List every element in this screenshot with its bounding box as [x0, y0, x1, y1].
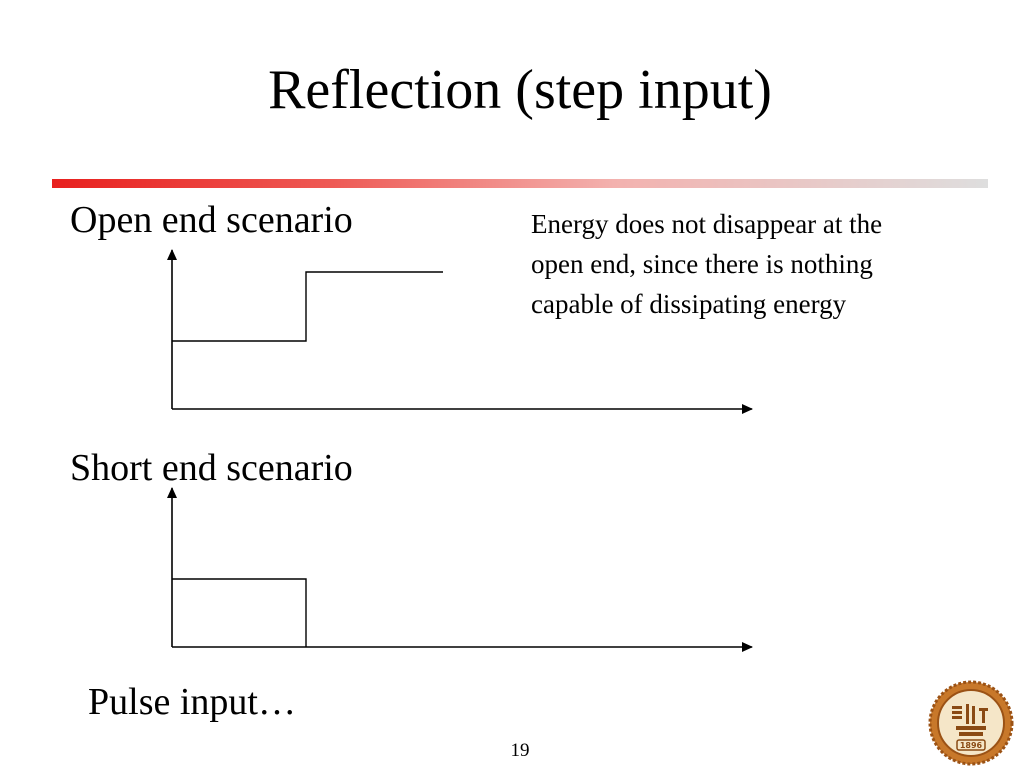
page-number: 19 [510, 740, 530, 761]
open-end-note-line-1: Energy does not disappear at the [531, 209, 883, 239]
slide-title: Reflection (step input) [268, 59, 772, 121]
short-end-heading: Short end scenario [70, 447, 353, 489]
seal-year: 1896 [960, 741, 983, 750]
title-divider [52, 179, 988, 188]
open-end-note-line-3: capable of dissipating energy [531, 289, 847, 319]
open-end-heading: Open end scenario [70, 199, 353, 241]
pulse-input-label: Pulse input… [88, 681, 296, 723]
open-end-note-line-2: open end, since there is nothing [531, 249, 873, 279]
open-end-diagram [167, 249, 753, 414]
open-end-step-waveform [172, 271, 443, 342]
open-end-note: Energy does not disappear at the open en… [531, 204, 991, 324]
short-end-diagram [167, 487, 753, 652]
short-end-waveform [172, 578, 307, 647]
university-seal-icon: 1896 [928, 680, 1014, 766]
